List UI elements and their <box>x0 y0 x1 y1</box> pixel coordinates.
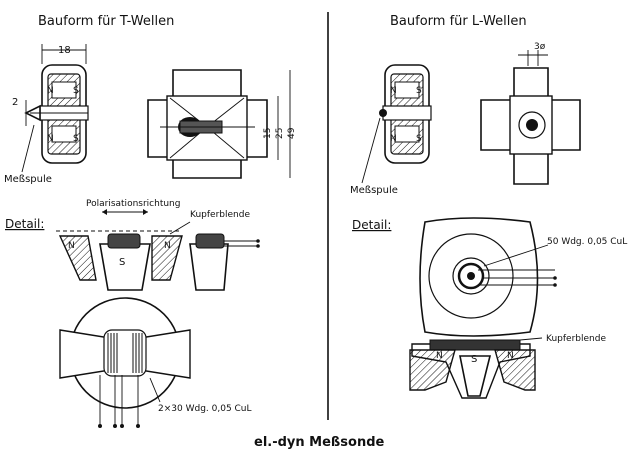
dim-15: 15 <box>263 128 273 139</box>
dim-2: 2 <box>12 97 18 108</box>
right-side-pole-n-bottom: N <box>390 134 397 144</box>
l-probe-side-view <box>379 64 432 164</box>
left-coil-leader <box>21 124 35 173</box>
left-side-pole-s: S <box>73 86 79 96</box>
left-side-pole-n-bottom: N <box>47 134 54 144</box>
t-probe-side-view <box>24 64 89 164</box>
right-side-pole-s-bottom: S <box>416 134 422 144</box>
left-detail-side <box>189 233 260 291</box>
right-detail-magnet <box>409 337 543 399</box>
right-coil-label: Meßspule <box>350 185 398 196</box>
left-detail-pole-s: S <box>119 257 125 268</box>
right-winding-label: 50 Wdg. 0,05 CuL <box>547 237 627 247</box>
left-copper-label: Kupferblende <box>190 210 250 220</box>
left-winding-label: 2×30 Wdg. 0,05 CuL <box>158 404 252 414</box>
left-detail-pole-n1: N <box>68 241 75 251</box>
t-probe-front-view <box>147 69 268 179</box>
left-side-pole-n: N <box>47 86 54 96</box>
right-side-pole-s: S <box>416 86 422 96</box>
right-detail-pole-n1: N <box>436 351 443 361</box>
right-detail-pole-s: S <box>471 354 477 365</box>
left-detail-magnet <box>58 233 183 291</box>
right-coil-leader <box>361 117 381 184</box>
right-copper-label: Kupferblende <box>546 334 606 344</box>
right-detail-label: Detail: <box>352 218 391 232</box>
left-vertical-dimensions <box>266 70 291 178</box>
left-detail-label: Detail: <box>5 217 44 231</box>
left-detail-pole-n2: N <box>164 241 171 251</box>
dim-25: 25 <box>275 128 285 139</box>
left-coil-detail <box>59 297 191 428</box>
dim-49: 49 <box>287 127 297 139</box>
l-probe-front-view <box>480 50 581 185</box>
dim-3: 3ø <box>534 42 546 52</box>
right-coil-detail <box>419 217 557 337</box>
caption: el.-dyn Meßsonde <box>254 435 385 450</box>
right-detail-pole-n2: N <box>507 351 514 361</box>
left-heading: Bauform für T-Wellen <box>38 14 174 29</box>
right-heading: Bauform für L-Wellen <box>390 14 527 29</box>
left-side-pole-s-bottom: S <box>73 134 79 144</box>
left-coil-label: Meßspule <box>4 174 52 185</box>
right-side-pole-n: N <box>390 86 397 96</box>
polarization-label: Polarisationsrichtung <box>86 199 180 209</box>
dim-18: 18 <box>58 45 71 56</box>
